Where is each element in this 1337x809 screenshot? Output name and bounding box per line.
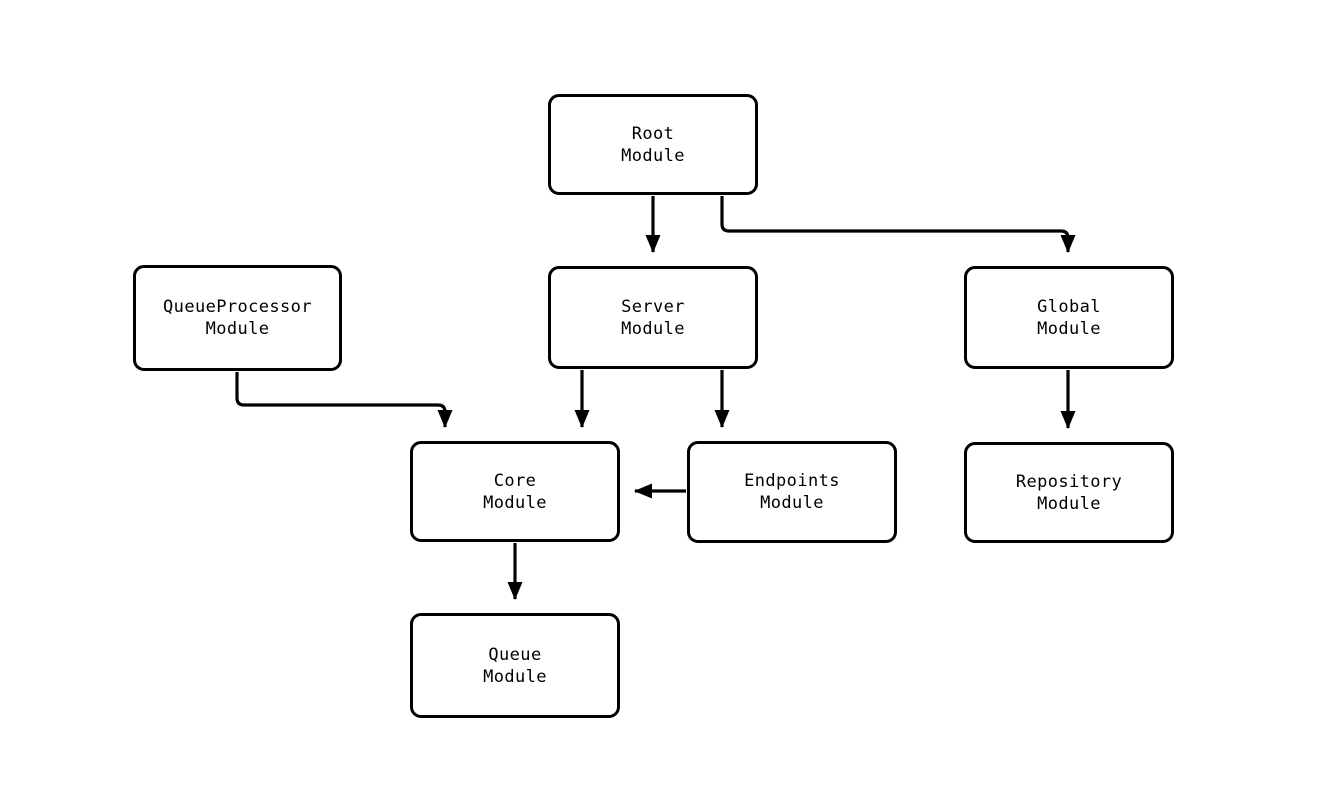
node-core-module[interactable]: Core Module	[410, 441, 620, 542]
node-server-module[interactable]: Server Module	[548, 266, 758, 369]
node-queueprocessor-module-name: QueueProcessor	[163, 297, 312, 317]
node-endpoints-module-suffix: Module	[760, 493, 824, 513]
node-repository-module[interactable]: Repository Module	[964, 442, 1174, 543]
node-endpoints-module-name: Endpoints	[744, 471, 840, 491]
node-repository-module-suffix: Module	[1037, 493, 1101, 514]
node-core-module-name: Core	[493, 470, 537, 491]
node-queue-module[interactable]: Queue Module	[410, 613, 620, 718]
node-root-module-name: Root	[631, 123, 675, 144]
node-queueprocessor-module[interactable]: QueueProcessor Module	[133, 265, 342, 371]
node-queue-module-name: Queue	[488, 644, 542, 665]
edge-queueprocessor-to-core	[235, 372, 453, 428]
node-root-module-suffix: Module	[621, 145, 685, 166]
node-root-module[interactable]: Root Module	[548, 94, 758, 195]
node-queueprocessor-module-suffix: Module	[205, 319, 270, 339]
node-core-module-suffix: Module	[483, 492, 547, 513]
edge-root-to-global	[720, 196, 1076, 253]
node-endpoints-module[interactable]: Endpoints Module	[687, 441, 897, 543]
node-repository-module-name: Repository	[1015, 471, 1123, 492]
node-global-module-suffix: Module	[1037, 318, 1101, 339]
node-global-module[interactable]: Global Module	[964, 266, 1174, 369]
node-global-module-name: Global	[1037, 296, 1101, 317]
node-server-module-suffix: Module	[621, 318, 685, 339]
node-queue-module-suffix: Module	[483, 666, 547, 687]
node-server-module-name: Server	[621, 296, 685, 317]
